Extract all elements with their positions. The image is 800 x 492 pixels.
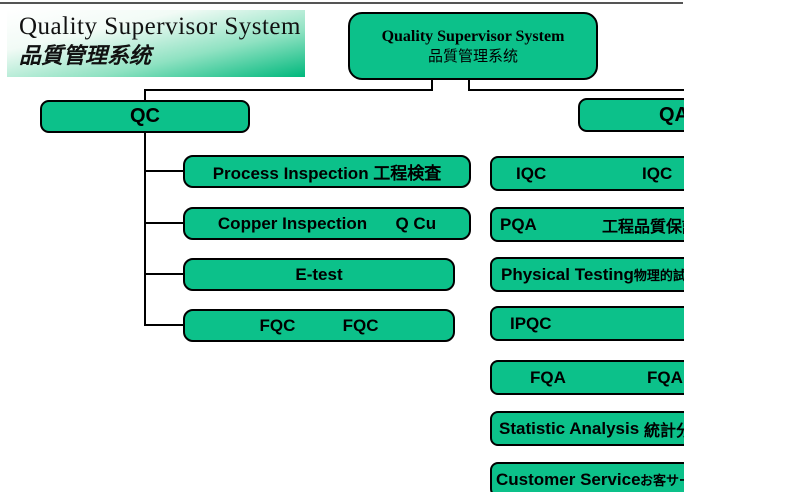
qc-header-node: QC: [40, 100, 250, 133]
node-label: Statistic Analysis: [499, 418, 640, 438]
qa-row-fqa: FQA FQA: [490, 360, 684, 395]
qa-row-pqa: PQA 工程品質保証: [490, 207, 684, 242]
banner-title-cjk: 品質管理系统: [19, 43, 152, 68]
node-label-right: 工程品質保証: [602, 218, 684, 236]
node-label: E-test: [295, 264, 343, 284]
root-node: Quality Supervisor System 品質管理系统: [348, 12, 598, 80]
qa-row-customer-service: Customer Service お客サービス: [490, 462, 684, 492]
qa-row-iqc: IQC IQC: [490, 156, 684, 191]
connector-branch: [144, 324, 185, 326]
qc-child-copper-inspection: Copper Inspection Q Cu: [183, 207, 471, 240]
node-label: Physical Testing: [501, 264, 634, 284]
top-rule-line: [0, 2, 683, 4]
connector-segment: [144, 89, 146, 102]
root-title-en: Quality Supervisor System: [381, 27, 565, 45]
node-label: Customer Service: [496, 469, 641, 489]
node-label: IPQC: [510, 313, 552, 333]
node-label: Copper Inspection Q Cu: [217, 213, 437, 233]
node-label-right: 統計分析: [644, 422, 684, 440]
node-label: IQC: [516, 163, 547, 183]
node-label: Process Inspection 工程検査: [212, 164, 442, 183]
connector-segment: [144, 89, 433, 91]
qa-row-statistic-analysis: Statistic Analysis 統計分析: [490, 411, 684, 446]
connector-branch: [144, 222, 185, 224]
qc-child-process-inspection: Process Inspection 工程検査: [183, 155, 471, 188]
qa-header-label: QA: [659, 103, 684, 126]
qa-row-ipqc: IPQC: [490, 306, 684, 341]
node-label-right: IQC: [642, 163, 673, 183]
title-banner: Quality Supervisor System 品質管理系统: [7, 10, 305, 77]
qa-row-physical-testing: Physical Testing 物理的試験: [490, 257, 684, 292]
node-label-right: お客サービス: [640, 473, 684, 488]
qa-header-node: QA: [578, 98, 684, 132]
root-title-cjk: 品質管理系统: [427, 48, 518, 65]
node-label: FQA: [530, 367, 566, 387]
connector-segment: [468, 80, 470, 91]
node-label: PQA: [500, 214, 537, 234]
node-label-right: 物理的試験: [633, 268, 684, 283]
qc-header-label: QC: [130, 105, 160, 127]
connector-branch: [144, 170, 185, 172]
banner-title-en: Quality Supervisor System: [19, 13, 301, 40]
qc-child-e-test: E-test: [183, 258, 455, 291]
node-label-right: FQA: [647, 367, 683, 387]
connector-branch: [144, 273, 185, 275]
connector-segment: [431, 80, 433, 91]
connector-trunk: [144, 131, 146, 326]
node-label: FQC FQC: [259, 315, 379, 335]
qc-child-fqc: FQC FQC: [183, 309, 455, 342]
connector-segment: [468, 89, 684, 91]
slide-area: Quality Supervisor System 品質管理系统 Quality…: [0, 2, 684, 492]
